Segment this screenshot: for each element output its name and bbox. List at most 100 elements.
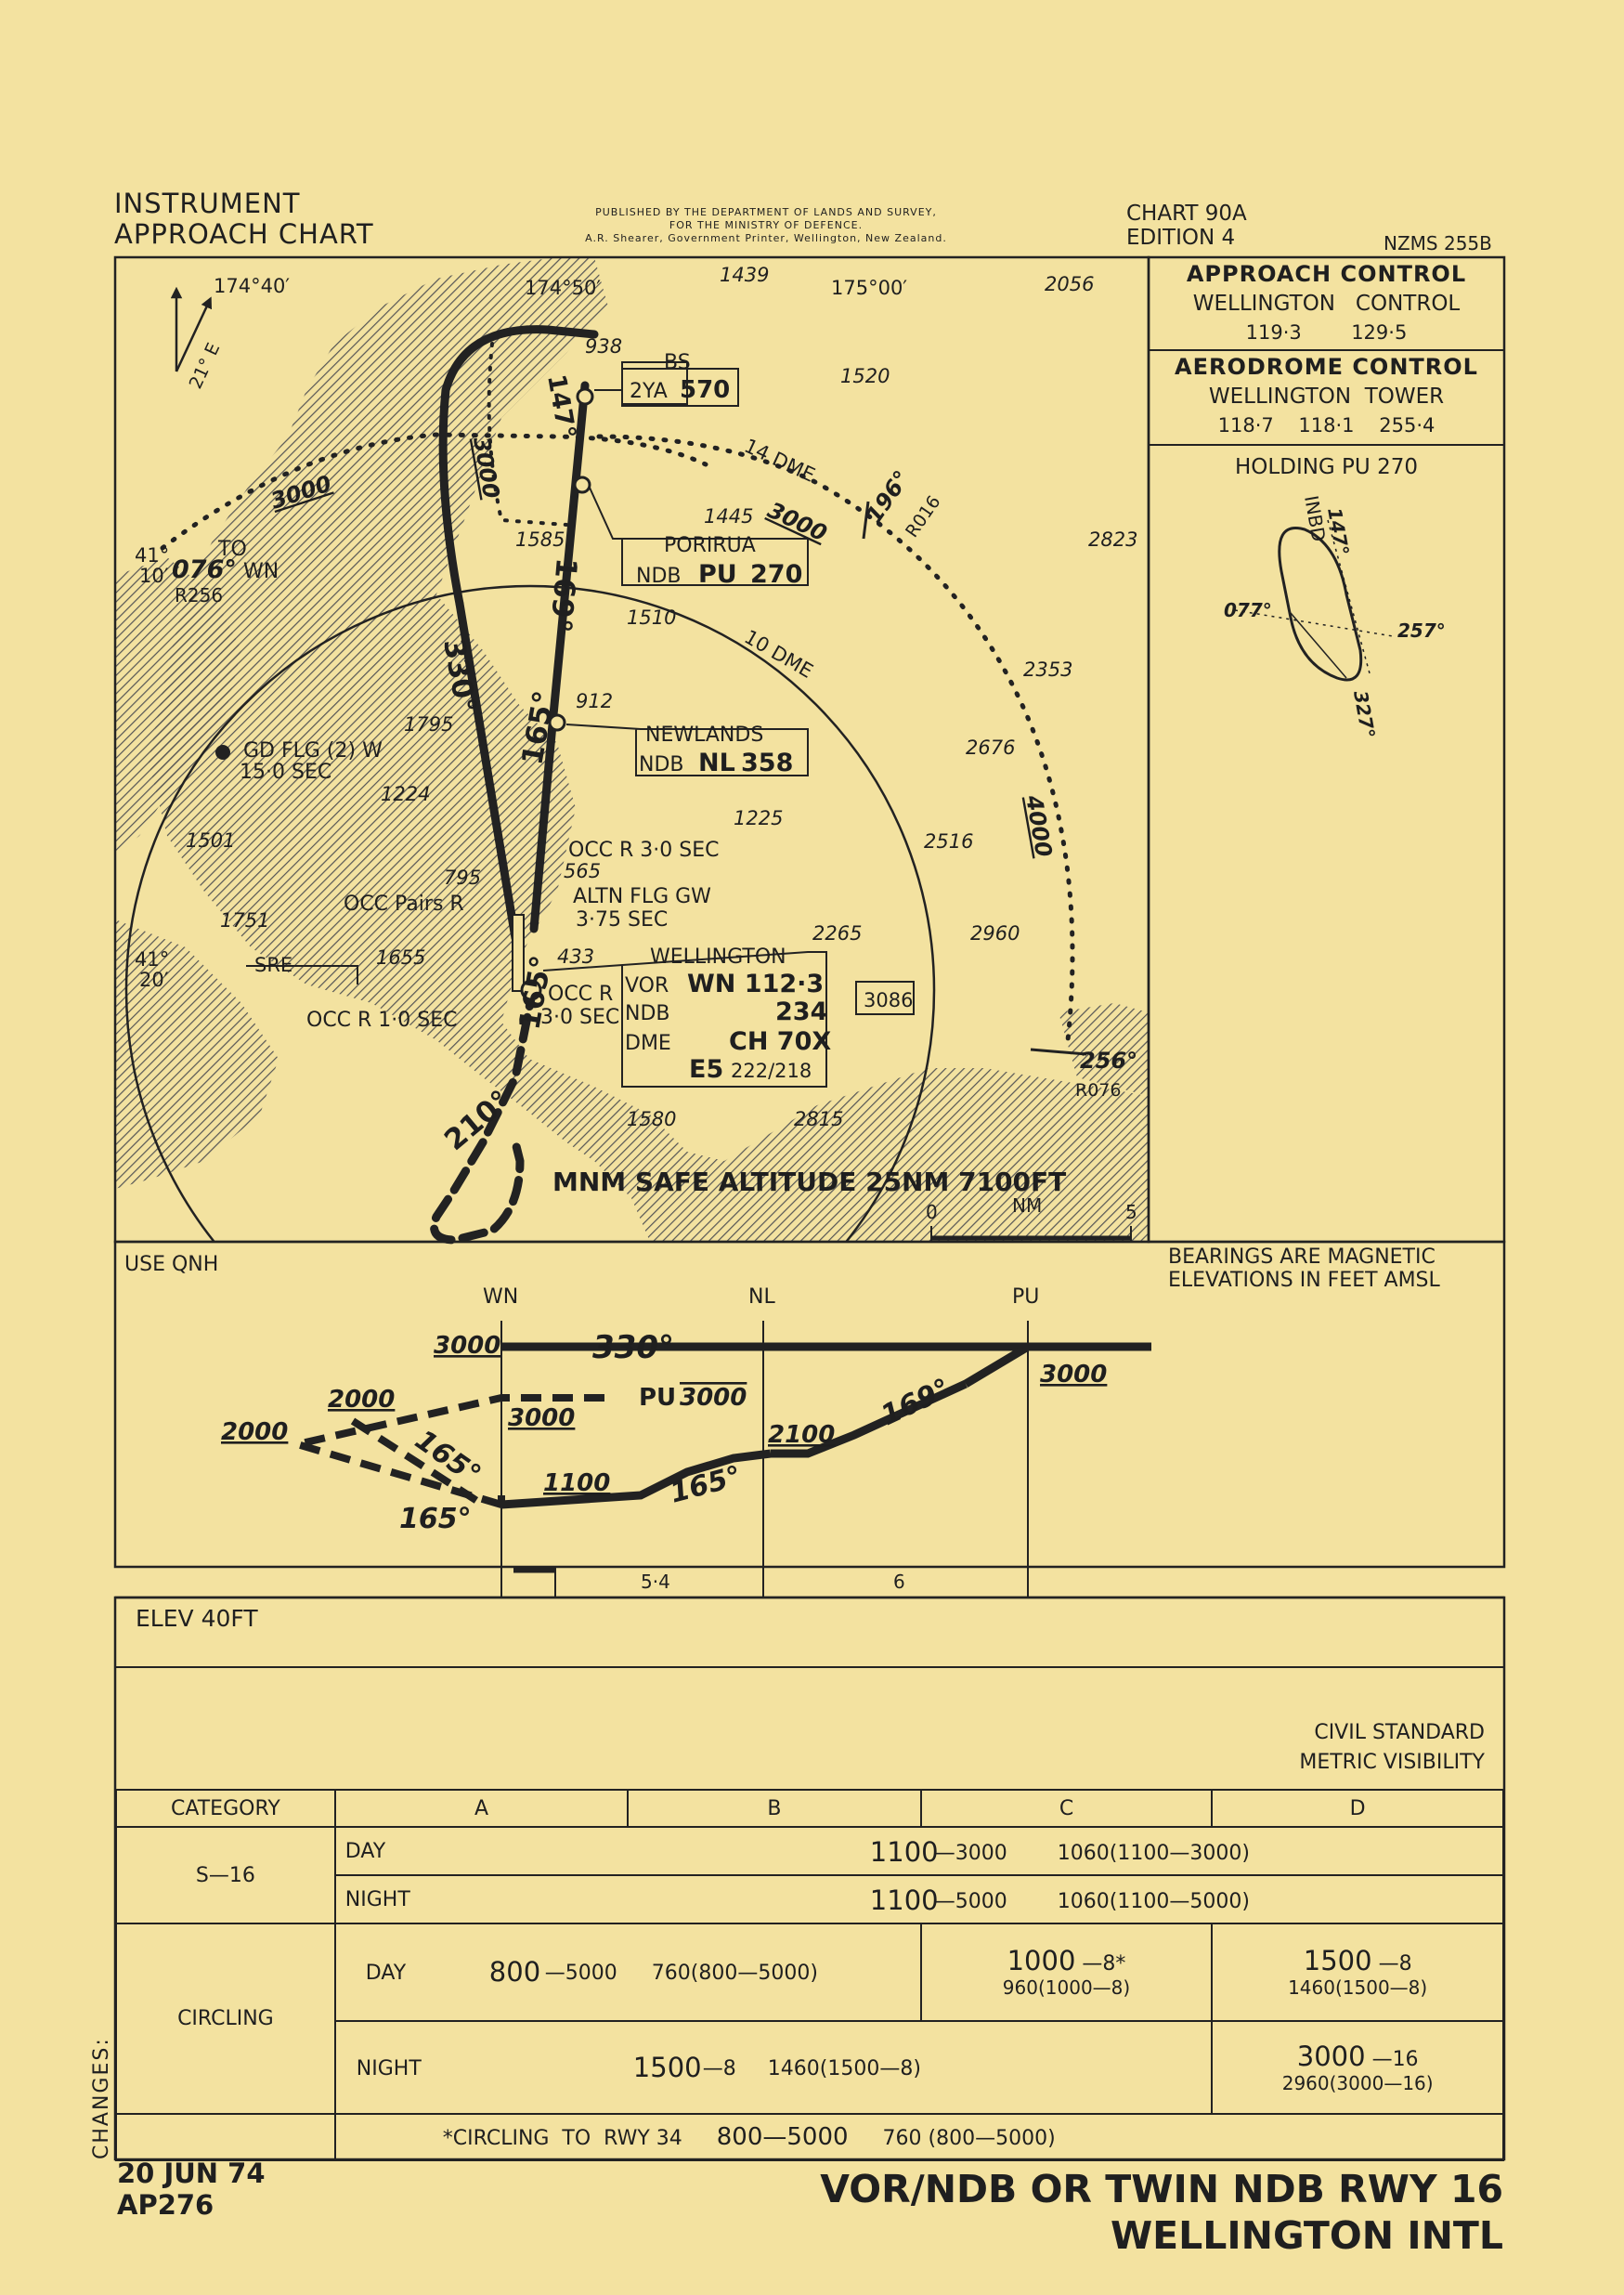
- minima-row-circling-night: NIGHT 1500 —8 1460(1500—8) 3000 —16 2960…: [116, 2020, 1504, 2115]
- series: NZMS 255B: [1384, 232, 1492, 254]
- changes-label: CHANGES:: [90, 2037, 113, 2159]
- r076-label: R076: [1075, 1080, 1121, 1101]
- minima-row-s16-day: S—16 DAY 1100 —3000 1060(1100—3000): [115, 1826, 1505, 1924]
- aerodrome-elevation: ELEV 40FT: [136, 1605, 258, 1632]
- s16-day-mil: 1060(1100—3000): [1057, 1842, 1250, 1865]
- light-occ-1: OCC R 1·0 SEC: [306, 1009, 458, 1032]
- r016-bearing: 196°: [861, 466, 916, 528]
- bs-label: BS: [664, 351, 691, 374]
- spot-height: 2265: [812, 922, 862, 945]
- profile-alt-3000-right: 3000: [1040, 1361, 1107, 1389]
- arc-14dme: [596, 434, 1075, 1043]
- issue-info: 20 JUN 74 AP276: [117, 2158, 266, 2221]
- msa-label: MNM SAFE ALTITUDE 25NM 7100FT: [552, 1167, 1066, 1197]
- spot-height: 1439: [720, 264, 769, 286]
- cat-a-header: A: [333, 1789, 630, 1828]
- scale-5: 5: [1125, 1201, 1137, 1223]
- light-gd-flg: GD FLG (2) W: [243, 739, 383, 763]
- light-altn-flg: ALTN FLG GW: [573, 885, 711, 908]
- approach-control: APPROACH CONTROL WELLINGTON CONTROL 119·…: [1149, 260, 1504, 347]
- spot-height: 2823: [1088, 528, 1137, 551]
- procedure-title: VOR/NDB OR TWIN NDB RWY 16 WELLINGTON IN…: [820, 2166, 1503, 2259]
- cat-d-header: D: [1211, 1789, 1504, 1828]
- approach-control-title: APPROACH CONTROL: [1186, 261, 1467, 287]
- circling-rwy34-note: *CIRCLING TO RWY 34: [442, 2127, 682, 2150]
- fix-pu: PU: [1012, 1285, 1039, 1309]
- spot-height: 1580: [627, 1108, 676, 1130]
- newlands-freq: 358: [741, 749, 793, 777]
- r256-label: R256: [175, 584, 223, 606]
- approach-control-freqs: 119·3 129·5: [1245, 321, 1408, 344]
- visibility-note-1: CIVIL STANDARD: [1314, 1721, 1485, 1744]
- circ-day-ab-mil: 760(800—5000): [651, 1962, 818, 1985]
- circ-day-c-mil: 960(1000—8): [1002, 1976, 1131, 1999]
- scale-0: 0: [926, 1201, 938, 1223]
- chart-id: CHART 90A EDITION 4: [1126, 202, 1247, 250]
- profile-alt-2100: 2100: [768, 1421, 835, 1449]
- aerodrome-control-title: AERODROME CONTROL: [1175, 354, 1478, 380]
- porirua-ndb-symbol: [573, 476, 591, 494]
- lon-label-3: 175°00′: [831, 277, 907, 299]
- visibility-note-2: METRIC VISIBILITY: [1299, 1751, 1485, 1774]
- bearings-note-2: ELEVATIONS IN FEET AMSL: [1168, 1269, 1441, 1292]
- light-occ-3: OCC R 3·0 SEC: [568, 839, 720, 862]
- newlands-name: NEWLANDS: [645, 724, 763, 747]
- chart-kind-line2: APPROACH CHART: [114, 218, 374, 250]
- circ-day-ab-vis: —5000: [544, 1962, 617, 1985]
- s16-night-vis: —5000: [934, 1890, 1007, 1913]
- spot-height: 2516: [924, 830, 973, 853]
- wellington-vor-symbol: [520, 979, 542, 1001]
- track-165-procedure-turn: [430, 980, 539, 1245]
- track-turn-north: [438, 325, 599, 608]
- circ-day-d-vis: —8: [1378, 1952, 1412, 1976]
- profile-frame: [113, 1240, 1506, 1569]
- spot-height: 1585: [515, 528, 565, 551]
- s16-label: S—16: [115, 1826, 336, 1924]
- lon-label-1: 174°40′: [214, 275, 290, 297]
- minima-row-circling-day: CIRCLING DAY 800 —5000 760(800—5000) 100…: [115, 1923, 1504, 2115]
- porirua-ident: PU: [698, 560, 737, 589]
- spot-height: 1655: [376, 946, 425, 969]
- sre-label: SRE: [254, 954, 292, 976]
- circling-day-label: DAY: [365, 1962, 407, 1985]
- spot-height: 1445: [704, 505, 753, 528]
- profile-track-165-mid: 165°: [667, 1460, 745, 1510]
- spot-height: 565: [564, 860, 601, 882]
- to-label: TO: [217, 538, 247, 561]
- s16-day-label: DAY: [344, 1839, 386, 1863]
- chart-kind-line1: INSTRUMENT: [114, 188, 301, 219]
- lat-label-1-deg: 41°: [135, 544, 169, 567]
- ndb-label: NDB: [625, 1002, 670, 1025]
- spot-height: 1501: [186, 829, 235, 852]
- aerodrome-control: AERODROME CONTROL WELLINGTON TOWER 118·7…: [1149, 353, 1504, 440]
- minima-header-row: CATEGORY A B C D: [115, 1789, 1504, 1828]
- circ-night-d-mil: 2960(3000—16): [1281, 2071, 1434, 2094]
- circ-night-d-value: 3000: [1296, 2040, 1366, 2072]
- bearings-note-1: BEARINGS ARE MAGNETIC: [1168, 1245, 1436, 1269]
- procedure-title-2: WELLINGTON INTL: [1110, 2213, 1503, 2258]
- to-radial: 076°: [172, 555, 237, 584]
- publisher-line2: FOR THE MINISTRY OF DEFENCE.: [669, 219, 864, 231]
- dme-10-label: 10 DME: [741, 626, 817, 683]
- holding-bottom-course: 327°: [1349, 689, 1380, 740]
- spot-height: 2960: [970, 922, 1020, 945]
- circ-day-d-mil: 1460(1500—8): [1288, 1976, 1428, 1999]
- circ-day-c-vis: —8*: [1082, 1952, 1126, 1976]
- circling-night-label: NIGHT: [356, 2057, 422, 2080]
- r076-bearing: 256°: [1080, 1048, 1137, 1074]
- r016-label: R016: [902, 492, 944, 541]
- dme-10-arc: [124, 584, 936, 1242]
- track-147-label: 147°: [541, 372, 581, 441]
- spot-height: 1795: [404, 713, 453, 736]
- publisher-note: PUBLISHED BY THE DEPARTMENT OF LANDS AND…: [566, 206, 966, 245]
- holding-title: HOLDING PU 270: [1235, 455, 1418, 479]
- light-altn-flg-period: 3·75 SEC: [576, 908, 668, 932]
- chart-number: CHART 90A: [1126, 202, 1247, 226]
- box-3086: 3086: [864, 989, 913, 1011]
- circ-day-ab-value: 800: [488, 1956, 541, 1988]
- bs-ident: 2YA: [630, 380, 668, 403]
- circ-night-abc-mil: 1460(1500—8): [767, 2057, 921, 2080]
- edition: EDITION 4: [1126, 226, 1236, 250]
- use-qnh: USE QNH: [124, 1253, 218, 1276]
- circ-day-c-value: 1000: [1007, 1945, 1076, 1976]
